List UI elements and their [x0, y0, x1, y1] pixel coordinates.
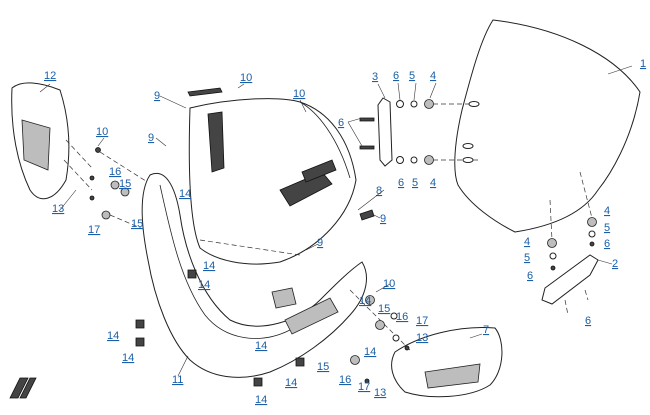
callout-17: 17 — [358, 381, 370, 393]
fastener-group-center — [135, 269, 410, 387]
callout-5: 5 — [412, 177, 418, 189]
callout-6: 6 — [398, 177, 404, 189]
callout-10: 10 — [240, 72, 252, 84]
callout-3: 3 — [372, 71, 378, 83]
callout-14: 14 — [179, 188, 191, 200]
callout-6: 6 — [604, 238, 610, 250]
callout-4: 4 — [430, 70, 436, 82]
callout-6: 6 — [393, 70, 399, 82]
inner-shield-part — [187, 87, 375, 265]
callout-8: 8 — [376, 185, 382, 197]
callout-17: 17 — [416, 315, 428, 327]
callout-6: 6 — [527, 270, 533, 282]
callout-14: 14 — [285, 377, 297, 389]
callout-14: 14 — [198, 279, 210, 291]
callout-6: 6 — [585, 315, 591, 327]
callout-17: 17 — [88, 224, 100, 236]
leader-lines — [39, 65, 633, 377]
callout-15: 15 — [119, 178, 131, 190]
callout-14: 14 — [359, 295, 371, 307]
callout-9: 9 — [154, 90, 160, 102]
left-side-panel-part — [11, 82, 93, 200]
callout-14: 14 — [107, 330, 119, 342]
callout-10: 10 — [293, 88, 305, 100]
brand-logo-mark — [9, 377, 37, 399]
callout-16: 16 — [109, 166, 121, 178]
right-side-panel-part — [349, 289, 503, 398]
callout-14: 14 — [122, 352, 134, 364]
callout-5: 5 — [524, 252, 530, 264]
callout-15: 15 — [131, 218, 143, 230]
callout-5: 5 — [604, 222, 610, 234]
callout-12: 12 — [44, 70, 56, 82]
callout-13: 13 — [416, 332, 428, 344]
callout-15: 15 — [317, 361, 329, 373]
callout-10: 10 — [383, 278, 395, 290]
callout-7: 7 — [483, 324, 489, 336]
callout-1: 1 — [640, 58, 646, 70]
callout-4: 4 — [524, 236, 530, 248]
front-fairing-part — [141, 173, 367, 378]
bracket-part — [377, 97, 393, 167]
windshield-part — [454, 19, 641, 233]
callout-6: 6 — [338, 117, 344, 129]
callout-4: 4 — [430, 177, 436, 189]
callout-10: 10 — [96, 126, 108, 138]
callout-5: 5 — [409, 70, 415, 82]
callout-11: 11 — [172, 374, 183, 386]
callout-9: 9 — [380, 213, 386, 225]
lower-bracket-part — [541, 171, 599, 316]
callout-14: 14 — [255, 394, 267, 406]
fastener-group-upper — [359, 99, 480, 165]
callout-16: 16 — [339, 374, 351, 386]
callout-13: 13 — [374, 387, 386, 399]
callout-labels: 1 2 3 4 4 4 4 5 5 5 5 6 6 6 6 6 6 7 8 9 … — [44, 58, 646, 406]
callout-2: 2 — [612, 258, 618, 270]
callout-16: 16 — [396, 311, 408, 323]
callout-14: 14 — [203, 260, 215, 272]
callout-15: 15 — [378, 303, 390, 315]
callout-14: 14 — [255, 340, 267, 352]
callout-9: 9 — [317, 237, 323, 249]
callout-14: 14 — [364, 346, 376, 358]
callout-13: 13 — [52, 203, 64, 215]
callout-9: 9 — [148, 132, 154, 144]
callout-4: 4 — [604, 205, 610, 217]
